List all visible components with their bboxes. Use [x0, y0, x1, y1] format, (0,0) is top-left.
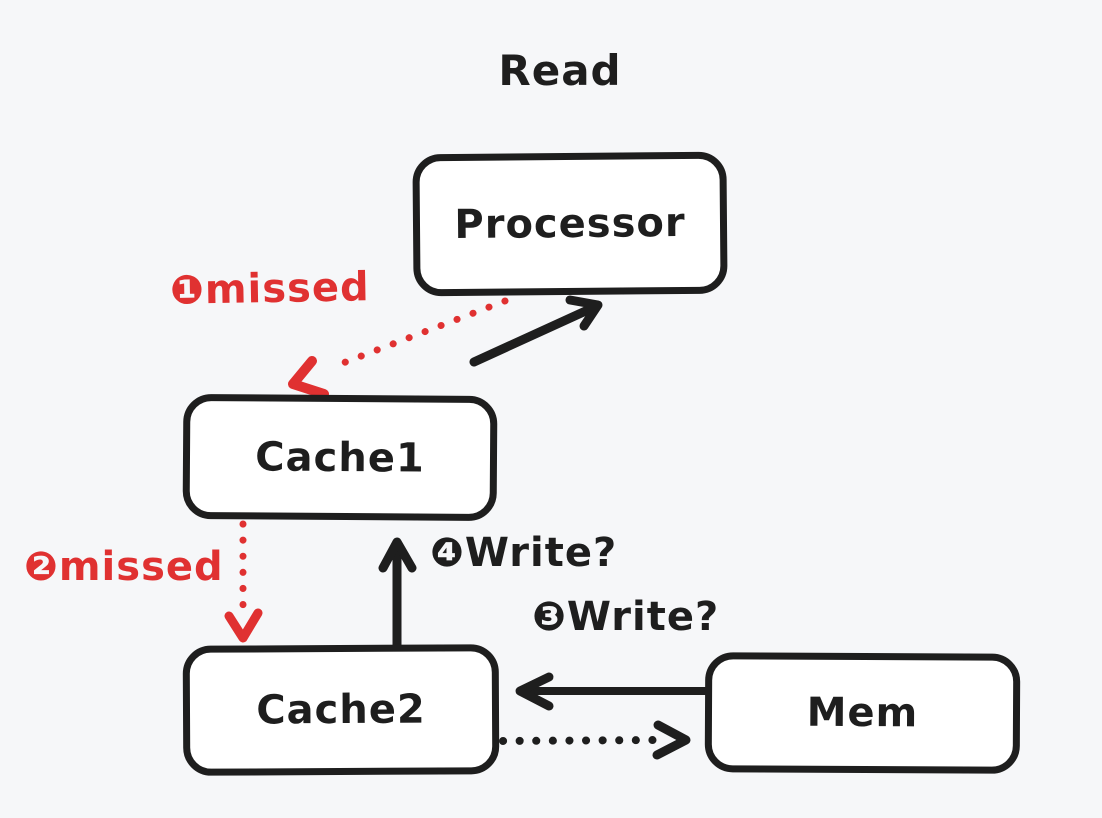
- diagram-title: Read: [498, 46, 622, 95]
- node-cache2: Cache2: [182, 644, 500, 776]
- node-cache1-label: Cache1: [255, 433, 425, 482]
- edge-processor-to-cache1: [288, 297, 509, 399]
- edge-label-missed-1: ❶missed: [169, 264, 371, 314]
- edge-cache2-to-cache1: [378, 537, 417, 651]
- edge-cache2-to-mem: [499, 720, 691, 760]
- edge-label-missed-2: ❷missed: [24, 544, 224, 590]
- edge-cache1-to-cache2: [224, 520, 263, 643]
- node-mem: Mem: [704, 652, 1021, 774]
- node-cache1: Cache1: [182, 393, 498, 522]
- node-processor: Processor: [412, 151, 728, 297]
- edge-mem-to-cache2: [515, 672, 710, 711]
- edge-cache1-to-processor: [469, 295, 603, 367]
- node-mem-label: Mem: [806, 689, 919, 737]
- node-processor-label: Processor: [454, 199, 686, 249]
- edge-label-write-3: ❸Write?: [532, 594, 720, 640]
- node-cache2-label: Cache2: [256, 686, 426, 734]
- edge-label-write-4: ❹Write?: [430, 530, 618, 576]
